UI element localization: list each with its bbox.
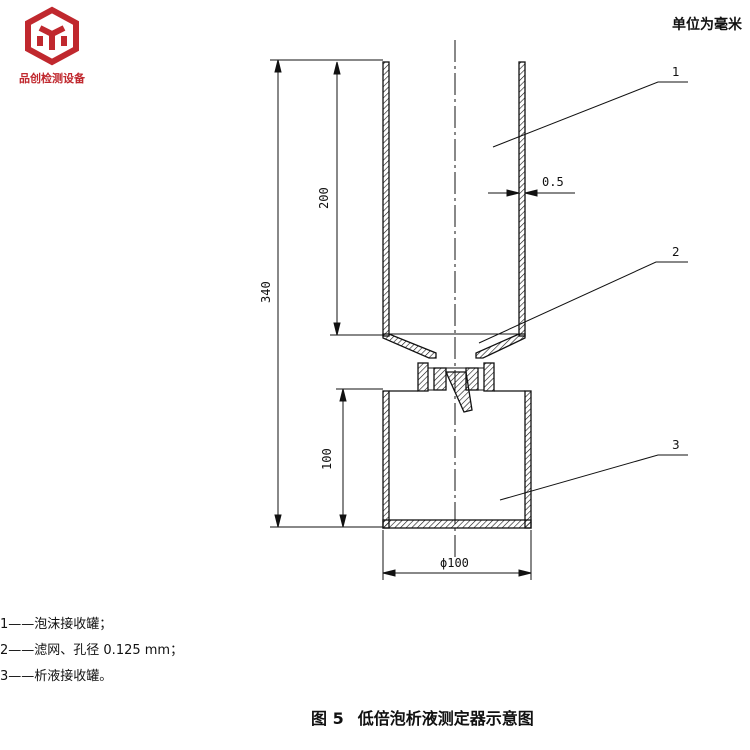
dimension-lower-label: 100 [320,448,334,470]
drainage-receiver [382,390,532,529]
callout-2: 2 [672,245,680,259]
dimension-diameter-label: ϕ100 [440,556,469,570]
brand-logo-text: 品创检测设备 [19,72,85,85]
brand-logo: 品创检测设备 [14,6,104,90]
dimension-total-height [270,59,383,528]
legend: 1——泡沫接收罐； 2——滤网、孔径 0.125 mm； 3——析液接收罐。 [0,612,183,690]
figure-number: 图 5 [311,709,344,728]
legend-item: 3——析液接收罐。 [0,669,113,684]
foam-receiver [382,61,526,337]
strainer-connector [417,362,495,413]
legend-item: 2——滤网、孔径 0.125 mm； [0,643,184,658]
figure-caption: 图 5 低倍泡析液测定器示意图 [311,705,534,729]
callout-leaders [478,81,688,501]
dimension-upper-height [330,61,383,336]
dimension-wall-label: 0.5 [542,175,564,189]
dimension-upper-label: 200 [317,187,331,209]
unit-note: 单位为毫米 [672,17,742,33]
funnel-bottom [382,333,526,359]
callout-1: 1 [672,65,680,79]
figure-title: 低倍泡析液测定器示意图 [357,709,534,728]
dimension-diameter [382,530,532,580]
dimension-wall [488,189,575,197]
legend-item: 1——泡沫接收罐； [0,617,113,632]
dimension-total-label: 340 [259,281,273,303]
brand-logo-icon [25,6,79,66]
callout-3: 3 [672,438,680,452]
dimension-lower-height [336,388,383,528]
